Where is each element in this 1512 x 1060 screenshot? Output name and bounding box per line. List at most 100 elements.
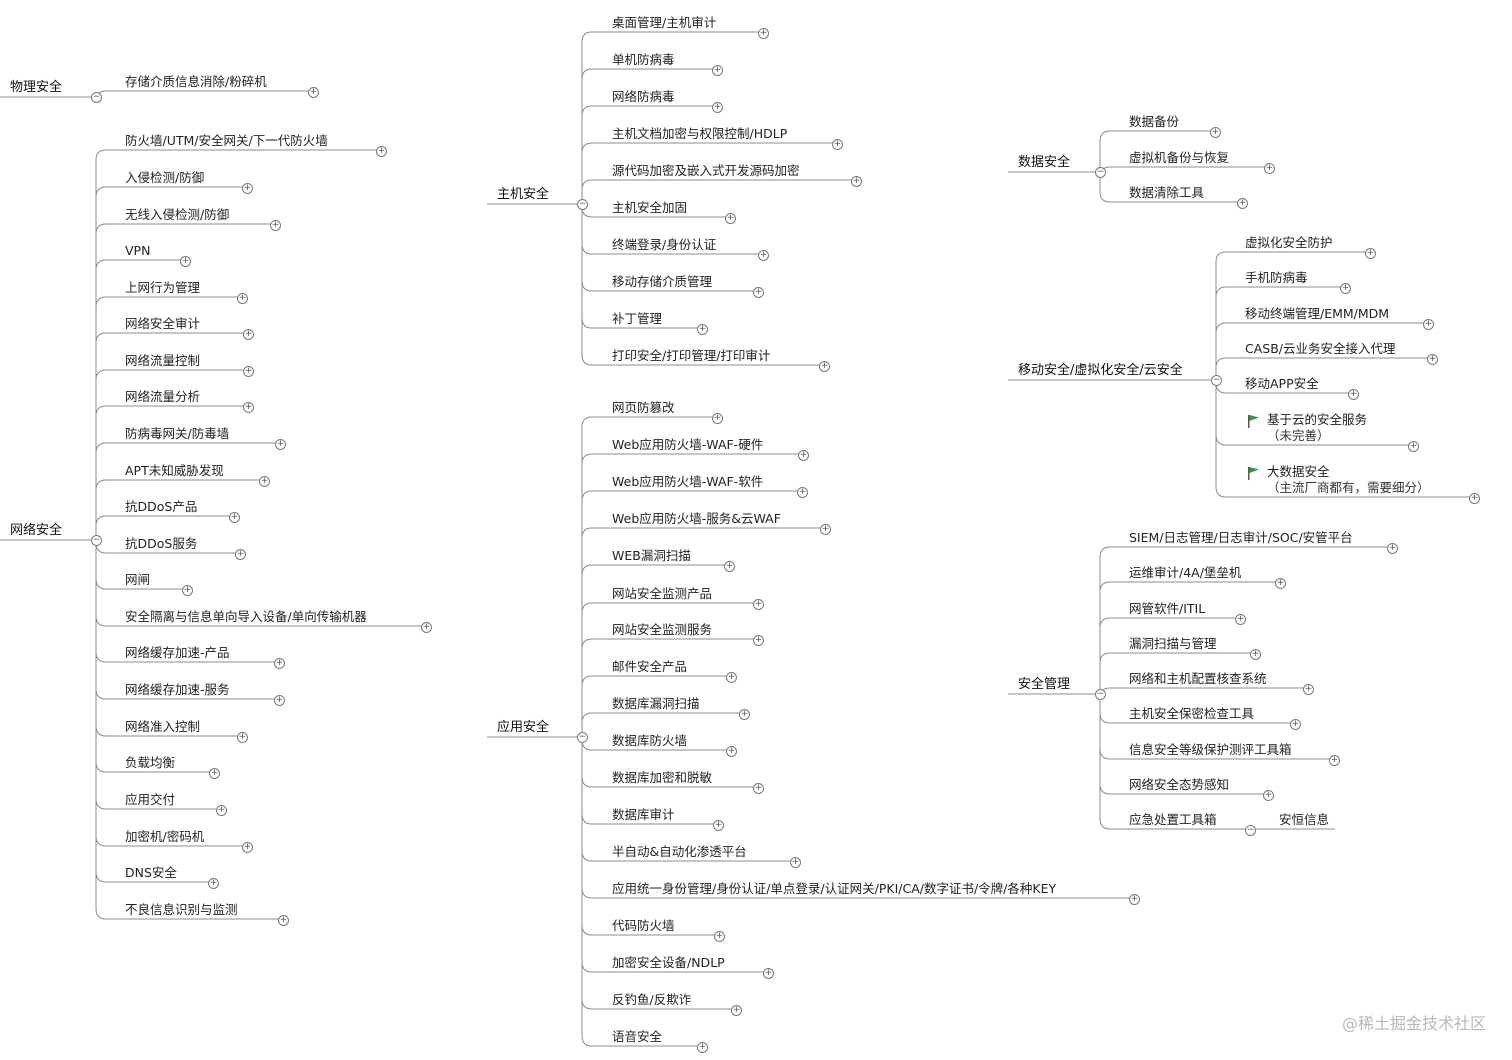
- branch-node[interactable]: 终端登录/身份认证: [612, 237, 717, 252]
- expand-toggle[interactable]: +: [790, 857, 801, 868]
- collapse-toggle-host[interactable]: −: [577, 199, 588, 210]
- expand-toggle[interactable]: +: [763, 968, 774, 979]
- expand-toggle[interactable]: +: [1348, 389, 1359, 400]
- expand-toggle[interactable]: +: [1469, 493, 1480, 504]
- branch-node[interactable]: 安全隔离与信息单向导入设备/单向传输机器: [125, 609, 367, 624]
- expand-toggle[interactable]: +: [726, 746, 737, 757]
- collapse-toggle[interactable]: −: [1245, 825, 1256, 836]
- branch-node[interactable]: 邮件安全产品: [612, 659, 688, 674]
- branch-node[interactable]: 抗DDoS服务: [125, 536, 198, 551]
- branch-node[interactable]: 信息安全等级保护测评工具箱: [1129, 742, 1292, 757]
- expand-toggle[interactable]: +: [243, 366, 254, 377]
- branch-node[interactable]: 运维审计/4A/堡垒机: [1129, 565, 1242, 580]
- expand-toggle[interactable]: +: [243, 329, 254, 340]
- expand-toggle[interactable]: +: [274, 658, 285, 669]
- branch-node[interactable]: 移动存储介质管理: [612, 274, 713, 289]
- expand-toggle[interactable]: +: [851, 176, 862, 187]
- expand-toggle[interactable]: +: [237, 732, 248, 743]
- expand-toggle[interactable]: +: [697, 1042, 708, 1053]
- expand-toggle[interactable]: +: [180, 256, 191, 267]
- branch-node[interactable]: 网络准入控制: [125, 719, 201, 734]
- expand-toggle[interactable]: +: [713, 820, 724, 831]
- branch-node[interactable]: 移动终端管理/EMM/MDM: [1245, 306, 1390, 321]
- branch-node[interactable]: CASB/云业务安全接入代理: [1245, 341, 1396, 356]
- expand-toggle[interactable]: +: [1387, 543, 1398, 554]
- root-node-management[interactable]: 安全管理: [1018, 677, 1071, 692]
- expand-toggle[interactable]: +: [712, 413, 723, 424]
- expand-toggle[interactable]: +: [242, 842, 253, 853]
- branch-node[interactable]: 数据清除工具: [1129, 185, 1205, 200]
- branch-node[interactable]: 网站安全监测服务: [612, 622, 713, 637]
- branch-node[interactable]: 数据库漏洞扫描: [612, 696, 700, 711]
- expand-toggle[interactable]: +: [797, 487, 808, 498]
- branch-node[interactable]: 防火墙/UTM/安全网关/下一代防火墙: [125, 133, 328, 148]
- root-node-mobile[interactable]: 移动安全/虚拟化安全/云安全: [1018, 363, 1183, 378]
- branch-node[interactable]: 网页防篡改: [612, 400, 675, 415]
- sub-node[interactable]: 安恒信息: [1279, 812, 1330, 827]
- expand-toggle[interactable]: +: [731, 1005, 742, 1016]
- expand-toggle[interactable]: +: [753, 599, 764, 610]
- branch-node[interactable]: 网络安全审计: [125, 316, 201, 331]
- expand-toggle[interactable]: +: [758, 28, 769, 39]
- expand-toggle[interactable]: +: [1263, 790, 1274, 801]
- expand-toggle[interactable]: +: [237, 293, 248, 304]
- branch-node[interactable]: 主机安全加固: [612, 200, 688, 215]
- collapse-toggle-application[interactable]: −: [577, 732, 588, 743]
- expand-toggle[interactable]: +: [1237, 198, 1248, 209]
- expand-toggle[interactable]: +: [243, 402, 254, 413]
- branch-node[interactable]: 数据库防火墙: [612, 733, 688, 748]
- expand-toggle[interactable]: +: [819, 361, 830, 372]
- expand-toggle[interactable]: +: [798, 450, 809, 461]
- expand-toggle[interactable]: +: [753, 783, 764, 794]
- expand-toggle[interactable]: +: [1264, 163, 1275, 174]
- branch-node[interactable]: 抗DDoS产品: [125, 499, 198, 514]
- expand-toggle[interactable]: +: [714, 931, 725, 942]
- expand-toggle[interactable]: +: [712, 102, 723, 113]
- expand-toggle[interactable]: +: [270, 220, 281, 231]
- branch-node[interactable]: 移动APP安全: [1245, 376, 1319, 391]
- expand-toggle[interactable]: +: [697, 324, 708, 335]
- expand-toggle[interactable]: +: [753, 287, 764, 298]
- branch-node[interactable]: 网络流量控制: [125, 353, 201, 368]
- branch-node[interactable]: 上网行为管理: [125, 280, 201, 295]
- root-node-network[interactable]: 网络安全: [10, 523, 63, 538]
- expand-toggle[interactable]: +: [308, 87, 319, 98]
- branch-node[interactable]: 应用交付: [125, 792, 176, 807]
- expand-toggle[interactable]: +: [1303, 684, 1314, 695]
- branch-node[interactable]: 语音安全: [612, 1029, 663, 1044]
- expand-toggle[interactable]: +: [275, 439, 286, 450]
- branch-node[interactable]: 负载均衡: [125, 755, 176, 770]
- branch-node[interactable]: 虚拟机备份与恢复: [1129, 150, 1230, 165]
- expand-toggle[interactable]: +: [208, 878, 219, 889]
- branch-node[interactable]: Web应用防火墙-服务&云WAF: [612, 511, 781, 526]
- expand-toggle[interactable]: +: [1365, 248, 1376, 259]
- branch-node[interactable]: 网络缓存加速-服务: [125, 682, 230, 697]
- branch-node[interactable]: 加密安全设备/NDLP: [612, 955, 725, 970]
- expand-toggle[interactable]: +: [739, 709, 750, 720]
- branch-node[interactable]: 无线入侵检测/防御: [125, 207, 230, 222]
- branch-node[interactable]: 打印安全/打印管理/打印审计: [612, 348, 771, 363]
- branch-node[interactable]: 数据库审计: [612, 807, 675, 822]
- branch-node[interactable]: 网络安全态势感知: [1129, 777, 1230, 792]
- branch-node[interactable]: 不良信息识别与监测: [125, 902, 238, 917]
- branch-node[interactable]: 手机防病毒: [1245, 270, 1308, 285]
- branch-node[interactable]: 加密机/密码机: [125, 829, 205, 844]
- expand-toggle[interactable]: +: [274, 695, 285, 706]
- expand-toggle[interactable]: +: [216, 805, 227, 816]
- expand-toggle[interactable]: +: [209, 768, 220, 779]
- expand-toggle[interactable]: +: [712, 65, 723, 76]
- expand-toggle[interactable]: +: [820, 524, 831, 535]
- collapse-toggle-network[interactable]: −: [91, 535, 102, 546]
- branch-node[interactable]: 防病毒网关/防毒墙: [125, 426, 230, 441]
- branch-node[interactable]: 单机防病毒: [612, 52, 675, 67]
- branch-node[interactable]: 网站安全监测产品: [612, 586, 713, 601]
- expand-toggle[interactable]: +: [421, 622, 432, 633]
- expand-toggle[interactable]: +: [1235, 614, 1246, 625]
- branch-node[interactable]: 网络和主机配置核查系统: [1129, 671, 1267, 686]
- branch-node[interactable]: 反钓鱼/反欺诈: [612, 992, 692, 1007]
- expand-toggle[interactable]: +: [1408, 441, 1419, 452]
- expand-toggle[interactable]: +: [235, 549, 246, 560]
- collapse-toggle-data[interactable]: −: [1095, 167, 1106, 178]
- expand-toggle[interactable]: +: [1129, 894, 1140, 905]
- branch-node[interactable]: Web应用防火墙-WAF-硬件: [612, 437, 764, 452]
